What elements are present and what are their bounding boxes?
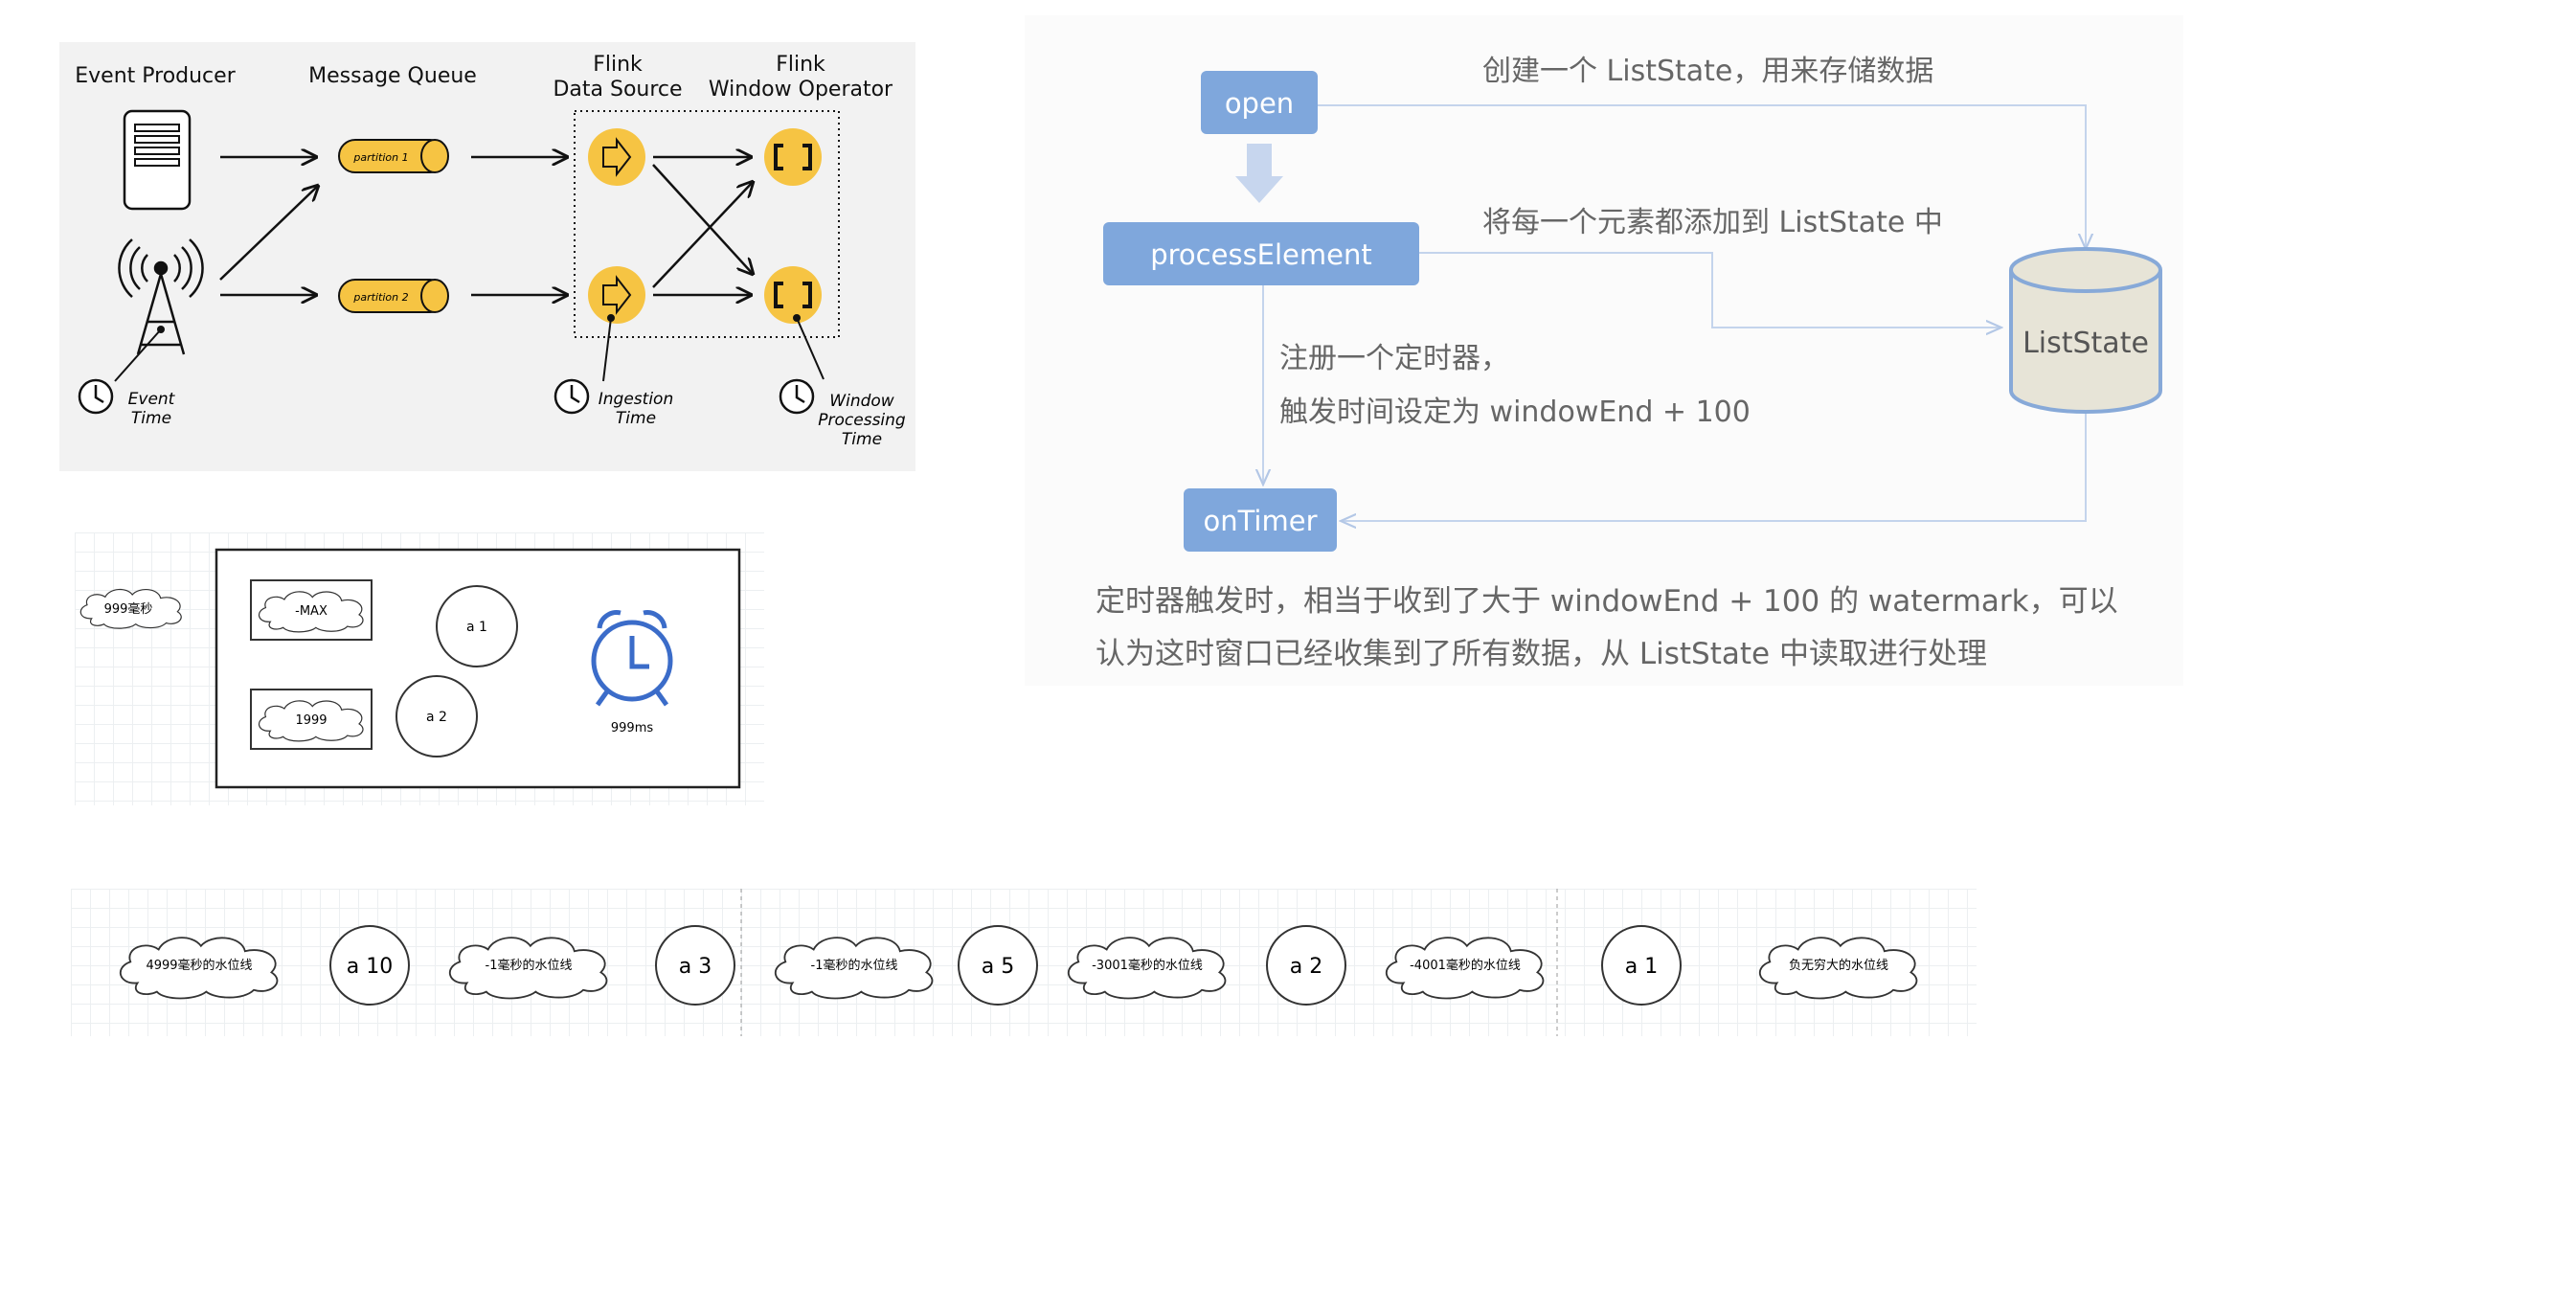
watermark-cloud-label-0: 4999毫秒的水位线 xyxy=(146,958,252,973)
flink-source-header-2: Data Source xyxy=(553,78,682,102)
element-circle-1: a 10 xyxy=(329,925,410,1006)
ingestion-time-label-2: Time xyxy=(616,409,656,428)
event-producer-header: Event Producer xyxy=(75,64,236,88)
on-timer-node: onTimer xyxy=(1184,488,1337,552)
watermark-cloud-label: 999毫秒 xyxy=(104,601,153,617)
element-circle-7: a 2 xyxy=(1266,925,1346,1006)
liststate-flow-diagram: open processElement onTimer ListState 创建… xyxy=(1025,15,2183,686)
watermark-cloud-0: 4999毫秒的水位线 xyxy=(119,937,279,1000)
element-a2-label: a 2 xyxy=(426,710,447,725)
ingestion-time-label-1: Ingestion xyxy=(599,390,673,409)
window-state-diagram: 999毫秒 -MAX 1999 a 1 a 2 999ms xyxy=(75,532,764,805)
element-a2: a 2 xyxy=(395,675,478,758)
watermark-cloud: 999毫秒 xyxy=(79,588,183,630)
note-create: 创建一个 ListState，用来存储数据 xyxy=(1482,55,1933,88)
source-node-1 xyxy=(588,128,645,186)
bracket-icon xyxy=(774,282,812,308)
watermark-cloud-6: -3001毫秒的水位线 xyxy=(1067,937,1227,1000)
watermark-cloud-label-6: -3001毫秒的水位线 xyxy=(1092,958,1203,973)
flink-window-header-1: Flink xyxy=(776,53,825,77)
flink-time-diagram: Event Producer Message Queue Flink Data … xyxy=(59,42,915,471)
element-circle-label-1: a 10 xyxy=(347,955,393,979)
flink-boundary xyxy=(574,110,840,338)
antenna-tower-icon xyxy=(118,238,204,355)
open-node-label: open xyxy=(1225,87,1294,120)
value-1999-item: 1999 xyxy=(250,689,373,750)
processing-time-label-1: Window xyxy=(829,392,893,411)
element-circle-3: a 3 xyxy=(655,925,735,1006)
element-a1: a 1 xyxy=(436,585,518,667)
liststate-database-icon: ListState xyxy=(2009,247,2162,414)
alarm-label: 999ms xyxy=(611,721,653,735)
window-node-1 xyxy=(764,128,822,186)
processing-time-clock-icon xyxy=(779,378,815,415)
note-timer-1: 注册一个定时器， xyxy=(1279,342,1509,375)
partition-2: partition 2 xyxy=(338,279,449,313)
partition-1: partition 1 xyxy=(338,139,449,173)
watermark-cloud-8: -4001毫秒的水位线 xyxy=(1385,937,1545,1000)
watermark-sequence: 4999毫秒的水位线 a 10 -1毫秒的水位线 a 3 -1毫秒的水位线 a 5 -300… xyxy=(71,889,1977,1036)
watermark-cloud-label-2: -1毫秒的水位线 xyxy=(486,958,573,973)
bracket-icon xyxy=(774,144,812,170)
message-queue-header: Message Queue xyxy=(308,64,477,88)
arrow-right-icon xyxy=(602,275,632,315)
process-element-node-label: processElement xyxy=(1150,238,1372,271)
event-time-clock-icon xyxy=(78,378,114,415)
partition-2-label: partition 2 xyxy=(352,291,408,304)
processing-time-label-2: Processing xyxy=(818,411,906,430)
ingestion-time-clock-icon xyxy=(554,378,590,415)
window-node-2 xyxy=(764,266,822,324)
flink-window-header-2: Window Operator xyxy=(709,78,893,102)
liststate-label: ListState xyxy=(2022,327,2149,360)
element-circle-label-5: a 5 xyxy=(982,955,1014,979)
summary-line-2: 认为这时窗口已经收集到了所有数据，从 ListState 中读取进行处理 xyxy=(1096,637,1987,671)
watermark-cloud-label-4: -1毫秒的水位线 xyxy=(811,958,898,973)
note-add: 将每一个元素都添加到 ListState 中 xyxy=(1482,206,1943,239)
event-time-label-2: Time xyxy=(131,409,171,428)
on-timer-node-label: onTimer xyxy=(1203,505,1317,537)
summary-line-1: 定时器触发时，相当于收到了大于 windowEnd + 100 的 waterm… xyxy=(1096,584,2118,619)
open-node: open xyxy=(1201,71,1318,134)
watermark-cloud-4: -1毫秒的水位线 xyxy=(774,937,934,1000)
event-time-label-1: Event xyxy=(128,390,176,409)
element-circle-label-7: a 2 xyxy=(1290,955,1322,979)
element-circle-label-3: a 3 xyxy=(679,955,712,979)
max-item: -MAX xyxy=(250,579,373,641)
element-circle-label-9: a 1 xyxy=(1625,955,1658,979)
partition-1-label: partition 1 xyxy=(352,151,408,164)
flink-source-header-1: Flink xyxy=(593,53,643,77)
watermark-cloud-2: -1毫秒的水位线 xyxy=(448,937,608,1000)
element-circle-5: a 5 xyxy=(958,925,1038,1006)
watermark-cloud-10: 负无穷大的水位线 xyxy=(1758,937,1918,1000)
watermark-cloud-label-10: 负无穷大的水位线 xyxy=(1789,958,1888,973)
watermark-cloud-label-8: -4001毫秒的水位线 xyxy=(1410,958,1521,973)
max-item-label: -MAX xyxy=(295,604,328,619)
note-timer-2: 触发时间设定为 windowEnd + 100 xyxy=(1279,396,1751,429)
process-element-node: processElement xyxy=(1103,222,1419,285)
arrow-right-icon xyxy=(602,137,632,177)
element-a1-label: a 1 xyxy=(466,620,487,635)
alarm-clock-icon xyxy=(591,610,673,707)
element-circle-9: a 1 xyxy=(1601,925,1682,1006)
processing-time-label-3: Time xyxy=(842,430,882,449)
down-arrow-icon xyxy=(1235,144,1283,203)
value-1999-label: 1999 xyxy=(295,713,327,728)
source-node-2 xyxy=(588,266,645,324)
server-icon xyxy=(123,109,192,211)
